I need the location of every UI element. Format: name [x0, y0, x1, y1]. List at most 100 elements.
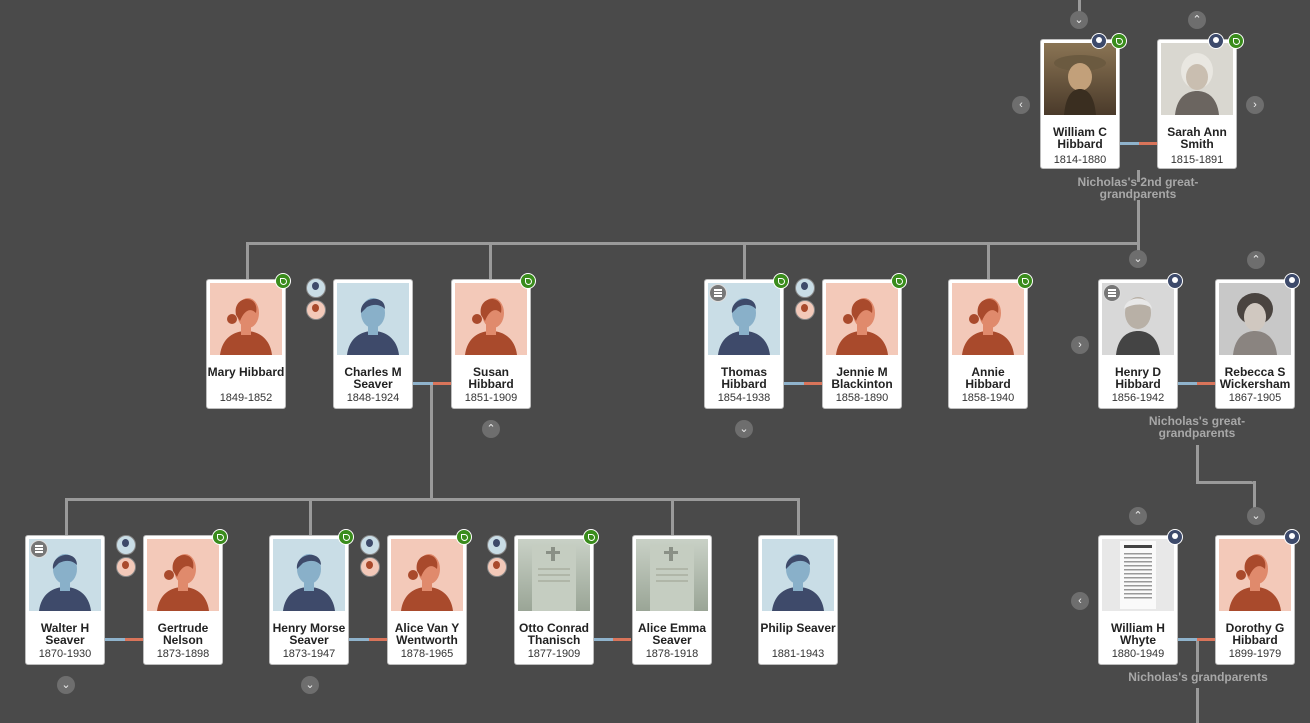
- collapse-chevron-down-icon[interactable]: ⌄: [1129, 250, 1147, 268]
- spouse-avatar-male[interactable]: [306, 278, 326, 298]
- person-name: Susan Hibbard: [468, 365, 514, 391]
- leaf-hint-icon[interactable]: [583, 529, 599, 545]
- person-name: Gertrude Nelson: [157, 621, 209, 647]
- collapse-chevron-down-icon[interactable]: ⌄: [1247, 507, 1265, 525]
- person-dates: 1848-1924: [346, 392, 400, 404]
- spouse-avatar-male[interactable]: [360, 535, 380, 555]
- person-card-alice-emma-seaver[interactable]: Alice Emma Seaver 1878-1918: [632, 535, 712, 665]
- person-card-susan-hibbard[interactable]: Susan Hibbard 1851-1909: [451, 273, 536, 409]
- person-dates: 1849-1852: [219, 392, 273, 404]
- expand-down-chevron-down-icon[interactable]: ⌄: [57, 676, 75, 694]
- person-card-william-h-whyte[interactable]: William H Whyte 1880-1949: [1098, 529, 1183, 665]
- leaf-hint-icon[interactable]: [773, 273, 789, 289]
- leaf-hint-icon[interactable]: [1228, 33, 1244, 49]
- expand-down-chevron-down-icon[interactable]: ⌄: [735, 420, 753, 438]
- family-tree-icon[interactable]: [1167, 273, 1183, 289]
- person-dates: 1878-1965: [400, 648, 454, 660]
- generation-label-great-grandparents: Nicholas's great-grandparents: [1148, 414, 1246, 440]
- gravestone-photo: [636, 539, 708, 611]
- person-card-henry-d-hibbard[interactable]: Henry D Hibbard 1856-1942: [1098, 273, 1183, 409]
- person-dates: 1877-1909: [527, 648, 581, 660]
- person-card-william-c-hibbard[interactable]: William C Hibbard 1814-1880: [1040, 33, 1127, 169]
- leaf-hint-icon[interactable]: [338, 529, 354, 545]
- person-card-otto-conrad-thanisch[interactable]: Otto Conrad Thanisch 1877-1909: [514, 529, 599, 665]
- person-card-gertrude-nelson[interactable]: Gertrude Nelson 1873-1898: [143, 529, 228, 665]
- person-name: William H Whyte: [1111, 621, 1165, 647]
- nav-left-chevron-left-icon[interactable]: ‹: [1012, 96, 1030, 114]
- person-card-sarah-ann-smith[interactable]: Sarah Ann Smith 1815-1891: [1157, 33, 1244, 169]
- expand-down-chevron-down-icon[interactable]: ⌄: [301, 676, 319, 694]
- person-name: William C Hibbard: [1053, 125, 1107, 151]
- spouse-avatar-female[interactable]: [306, 300, 326, 320]
- generation-label-grandparents: Nicholas's grandparents: [1128, 670, 1268, 684]
- document-photo: [1102, 539, 1174, 611]
- family-tree-icon[interactable]: [1091, 33, 1107, 49]
- family-tree-icon[interactable]: [1208, 33, 1224, 49]
- spouse-avatar-female[interactable]: [487, 557, 507, 577]
- leaf-hint-icon[interactable]: [212, 529, 228, 545]
- expand-up-chevron-up-icon[interactable]: ⌃: [1188, 11, 1206, 29]
- person-name: Dorothy G Hibbard: [1225, 621, 1285, 647]
- person-name: Mary Hibbard: [207, 365, 285, 379]
- nav-right-chevron-right-icon[interactable]: ›: [1246, 96, 1264, 114]
- expand-up-chevron-up-icon[interactable]: ⌃: [1129, 507, 1147, 525]
- leaf-hint-icon[interactable]: [1017, 273, 1033, 289]
- expand-up-chevron-up-icon[interactable]: ⌃: [482, 420, 500, 438]
- person-card-dorothy-g-hibbard[interactable]: Dorothy G Hibbard 1899-1979: [1215, 529, 1300, 665]
- person-card-annie-hibbard[interactable]: Annie Hibbard 1858-1940: [948, 273, 1033, 409]
- person-card-charles-m-seaver[interactable]: Charles M Seaver 1848-1924: [333, 279, 413, 409]
- person-card-philip-seaver[interactable]: Philip Seaver 1881-1943: [758, 535, 838, 665]
- person-dates: 1858-1940: [961, 392, 1015, 404]
- leaf-hint-icon[interactable]: [1111, 33, 1127, 49]
- spouse-avatar-male[interactable]: [116, 535, 136, 555]
- female-silhouette-icon: [455, 283, 527, 355]
- person-dates: 1814-1880: [1053, 154, 1107, 166]
- person-card-jennie-m-blackinton[interactable]: Jennie M Blackinton 1858-1890: [822, 273, 907, 409]
- leaf-hint-icon[interactable]: [520, 273, 536, 289]
- person-photo: [1161, 43, 1233, 115]
- person-dates: 1873-1947: [282, 648, 336, 660]
- expand-up-chevron-up-icon[interactable]: ⌃: [1247, 251, 1265, 269]
- spouse-avatar-male[interactable]: [795, 278, 815, 298]
- family-tree-icon[interactable]: [1284, 529, 1300, 545]
- person-name: Alice Van Y Wentworth: [394, 621, 460, 647]
- person-card-mary-hibbard[interactable]: Mary Hibbard 1849-1852: [206, 273, 291, 409]
- spouse-avatar-female[interactable]: [795, 300, 815, 320]
- person-dates: 1881-1943: [771, 648, 825, 660]
- person-name: Sarah Ann Smith: [1167, 125, 1227, 151]
- person-card-henry-morse-seaver[interactable]: Henry Morse Seaver 1873-1947: [269, 529, 354, 665]
- nav-left-chevron-left-icon[interactable]: ‹: [1071, 592, 1089, 610]
- spouse-avatar-female[interactable]: [116, 557, 136, 577]
- person-card-alice-van-y-wentworth[interactable]: Alice Van Y Wentworth 1878-1965: [387, 529, 472, 665]
- person-name: Rebecca S Wickersham: [1219, 365, 1291, 391]
- person-card-walter-h-seaver[interactable]: Walter H Seaver 1870-1930: [25, 535, 105, 665]
- list-icon[interactable]: [30, 540, 48, 558]
- person-dates: 1856-1942: [1111, 392, 1165, 404]
- family-tree-icon[interactable]: [1167, 529, 1183, 545]
- spouse-avatar-female[interactable]: [360, 557, 380, 577]
- leaf-hint-icon[interactable]: [891, 273, 907, 289]
- female-silhouette-icon: [391, 539, 463, 611]
- person-dates: 1873-1898: [156, 648, 210, 660]
- expand-parents-chevron-down-icon[interactable]: ⌄: [1070, 11, 1088, 29]
- female-silhouette-icon: [952, 283, 1024, 355]
- leaf-hint-icon[interactable]: [456, 529, 472, 545]
- list-icon[interactable]: [709, 284, 727, 302]
- nav-right-chevron-right-icon[interactable]: ›: [1071, 336, 1089, 354]
- male-silhouette-icon: [273, 539, 345, 611]
- person-card-thomas-hibbard[interactable]: Thomas Hibbard 1854-1938: [704, 273, 789, 409]
- person-card-rebecca-s-wickersham[interactable]: Rebecca S Wickersham 1867-1905: [1215, 273, 1300, 409]
- leaf-hint-icon[interactable]: [275, 273, 291, 289]
- female-silhouette-icon: [147, 539, 219, 611]
- person-name: Charles M Seaver: [344, 365, 402, 391]
- person-dates: 1878-1918: [645, 648, 699, 660]
- spouse-avatar-male[interactable]: [487, 535, 507, 555]
- female-silhouette-icon: [826, 283, 898, 355]
- person-photo: [1102, 283, 1174, 355]
- person-dates: 1870-1930: [38, 648, 92, 660]
- male-silhouette-icon: [337, 283, 409, 355]
- list-icon[interactable]: [1103, 284, 1121, 302]
- family-tree-icon[interactable]: [1284, 273, 1300, 289]
- person-name: Otto Conrad Thanisch: [519, 621, 589, 647]
- generation-label-2nd-great-grandparents: Nicholas's 2nd great-grandparents: [1077, 175, 1199, 201]
